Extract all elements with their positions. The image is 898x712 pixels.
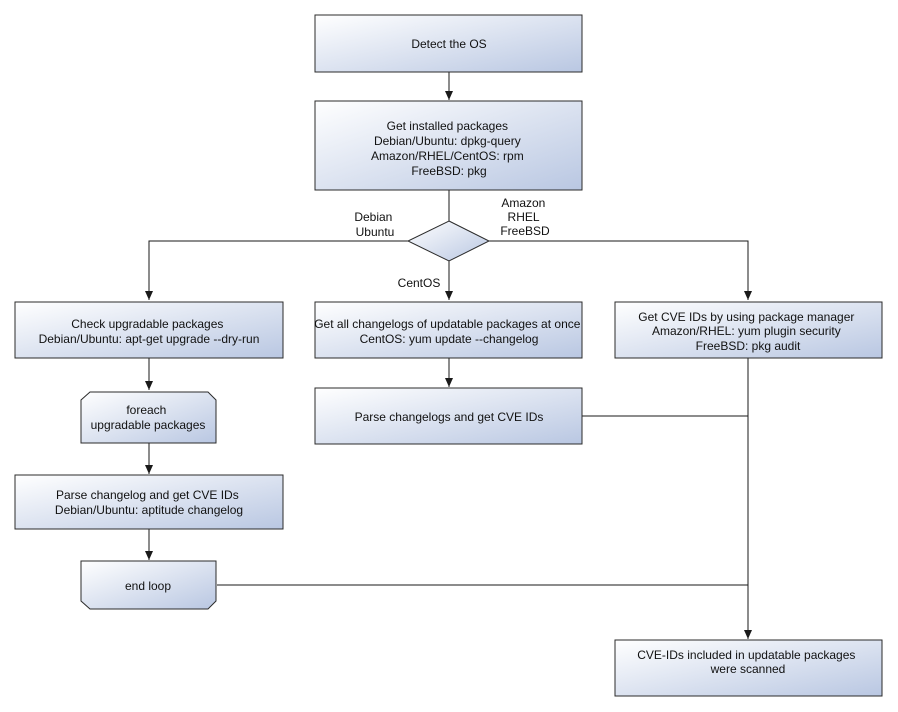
nodes bbox=[14, 14, 883, 697]
text-line: end loop bbox=[125, 579, 171, 593]
text-line: FreeBSD: pkg bbox=[411, 164, 486, 178]
node-scanned-box bbox=[614, 639, 883, 697]
text-line: Get CVE IDs by using package manager bbox=[638, 310, 854, 324]
node-end-loop-text: end loop bbox=[125, 579, 171, 593]
text-line: FreeBSD: pkg audit bbox=[696, 339, 801, 353]
node-scanned-text: CVE-IDs included in updatable packages w… bbox=[637, 648, 858, 676]
text-line: foreach bbox=[126, 403, 166, 417]
text-line: Check upgradable packages bbox=[71, 317, 223, 331]
text-line: CentOS bbox=[398, 276, 441, 290]
node-detect-os-box bbox=[314, 14, 583, 73]
node-pkg-manager-text: Get CVE IDs by using package manager Ama… bbox=[638, 310, 857, 353]
text-line: CVE-IDs included in updatable packages bbox=[637, 648, 855, 662]
node-end-loop-box bbox=[80, 560, 217, 610]
text-line: Amazon/RHEL: yum plugin security bbox=[652, 324, 841, 338]
edge-label-amazon: Amazon RHEL FreeBSD bbox=[500, 196, 550, 238]
text-line: Debian/Ubuntu: apt-get upgrade --dry-run bbox=[39, 332, 260, 346]
edge-label-centos: CentOS bbox=[398, 276, 441, 290]
text-line: Debian bbox=[354, 210, 392, 224]
text-line: RHEL bbox=[508, 210, 540, 224]
text-line: Debian/Ubuntu: aptitude changelog bbox=[55, 503, 243, 517]
edge-labels: Debian Ubuntu CentOS Amazon RHEL FreeBSD bbox=[354, 196, 550, 290]
node-foreach-box bbox=[80, 391, 217, 444]
edges bbox=[145, 72, 752, 639]
text-line: Get installed packages bbox=[387, 119, 508, 133]
node-parse-changelogs-text: Parse changelogs and get CVE IDs bbox=[355, 410, 544, 424]
text-line: Parse changelog and get CVE IDs bbox=[56, 488, 239, 502]
node-parse-changelogs-box bbox=[314, 387, 583, 445]
node-parse-changelog-text: Parse changelog and get CVE IDs Debian/U… bbox=[55, 488, 243, 517]
node-installed-text: Get installed packages Debian/Ubuntu: dp… bbox=[371, 119, 527, 178]
text-line: FreeBSD bbox=[500, 224, 550, 238]
node-installed-box bbox=[314, 100, 583, 191]
edge-decision-to-amazon bbox=[489, 240, 752, 300]
node-all-changelogs-box bbox=[314, 301, 583, 359]
edge-label-debian: Debian Ubuntu bbox=[354, 210, 395, 239]
node-parse-changelog-box bbox=[14, 474, 284, 530]
text-line: Amazon/RHEL/CentOS: rpm bbox=[371, 149, 524, 163]
node-os-decision-diamond bbox=[406, 220, 491, 262]
text-line: Get all changelogs of updatable packages… bbox=[314, 317, 581, 331]
node-pkg-manager-box bbox=[614, 301, 883, 359]
node-check-upgradable-box bbox=[14, 301, 284, 359]
text-line: Ubuntu bbox=[356, 225, 395, 239]
node-check-upgradable-text: Check upgradable packages Debian/Ubuntu:… bbox=[39, 317, 260, 346]
node-foreach-text: foreach upgradable packages bbox=[91, 403, 206, 432]
edge-decision-to-debian bbox=[145, 240, 408, 300]
text-line: Detect the OS bbox=[411, 37, 486, 51]
text-line: CentOS: yum update --changelog bbox=[360, 332, 539, 346]
text-line: Amazon bbox=[501, 196, 545, 210]
text-line: Parse changelogs and get CVE IDs bbox=[355, 410, 544, 424]
text-line: upgradable packages bbox=[91, 418, 206, 432]
node-all-changelogs-text: Get all changelogs of updatable packages… bbox=[314, 317, 584, 346]
node-detect-os-text: Detect the OS bbox=[411, 37, 486, 51]
node-texts: Detect the OS Get installed packages Deb… bbox=[39, 37, 858, 676]
text-line: Debian/Ubuntu: dpkg-query bbox=[374, 134, 521, 148]
text-line: were scanned bbox=[710, 662, 786, 676]
